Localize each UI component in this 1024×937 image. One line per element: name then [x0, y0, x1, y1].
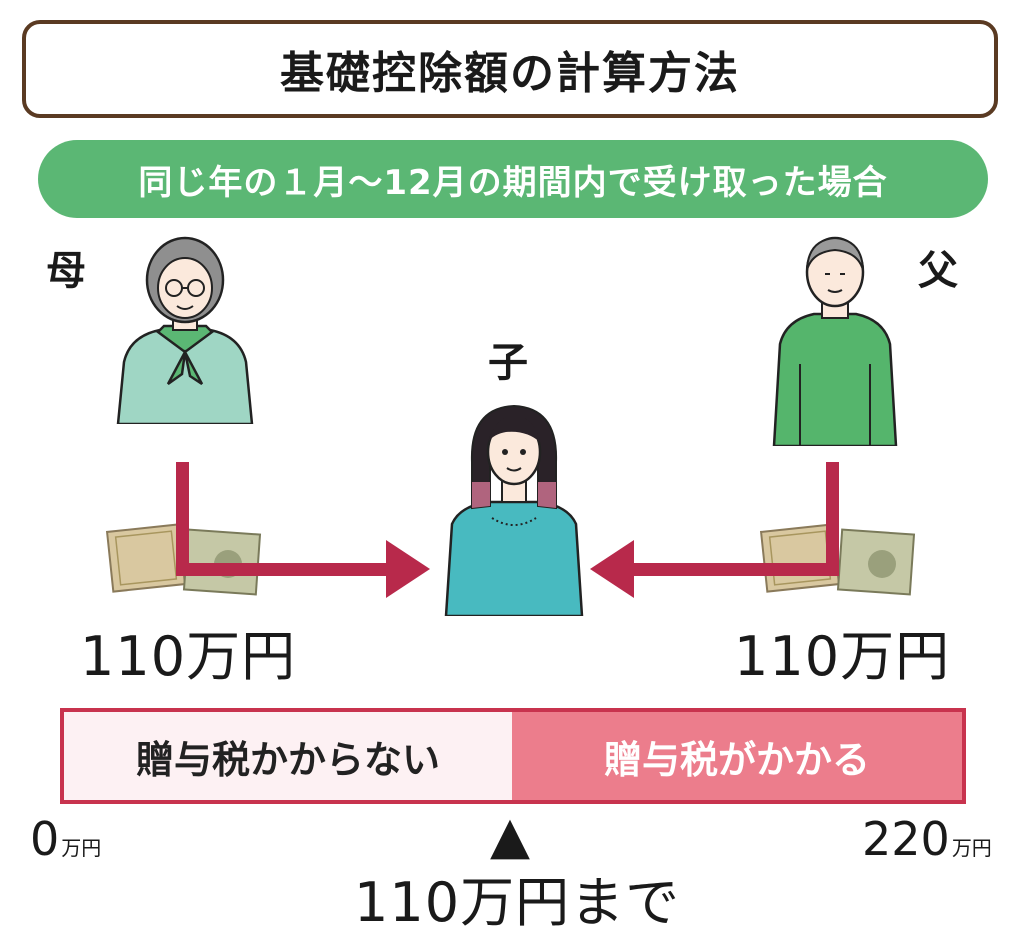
- scale-start-unit: 万円: [61, 836, 102, 860]
- tax-free-label: 贈与税かからない: [135, 737, 440, 782]
- tax-threshold-bar: 贈与税かからない 贈与税がかかる: [60, 708, 966, 804]
- scale-end-value: 220: [862, 812, 950, 866]
- scale-start-value: 0: [30, 812, 60, 866]
- taxed-segment: 贈与税がかかる: [512, 712, 962, 800]
- mother-money-stack-icon: [105, 523, 262, 596]
- father-amount: 110万円: [734, 625, 951, 688]
- threshold-marker-icon: ▲: [490, 806, 530, 866]
- father-figure: [772, 236, 898, 446]
- scale-end-unit: 万円: [951, 836, 992, 860]
- mother-label: 母: [46, 248, 86, 294]
- threshold-label: 110万円まで: [354, 871, 681, 934]
- page-title: 基礎控除額の計算方法: [280, 48, 740, 99]
- father-to-child-arrow: [590, 462, 839, 598]
- child-figure: [444, 404, 584, 616]
- mother-amount: 110万円: [80, 625, 297, 688]
- mother-figure: [116, 236, 254, 424]
- condition-banner: 同じ年の１月～12月の期間内で受け取った場合: [38, 140, 988, 218]
- tax-free-segment: 贈与税かからない: [64, 712, 512, 800]
- taxed-label: 贈与税がかかる: [603, 737, 870, 782]
- condition-text: 同じ年の１月～12月の期間内で受け取った場合: [138, 162, 888, 203]
- mother-to-child-arrow: [176, 462, 430, 598]
- father-label: 父: [918, 248, 958, 294]
- title-box: 基礎控除額の計算方法: [22, 20, 998, 118]
- child-label: 子: [488, 340, 528, 386]
